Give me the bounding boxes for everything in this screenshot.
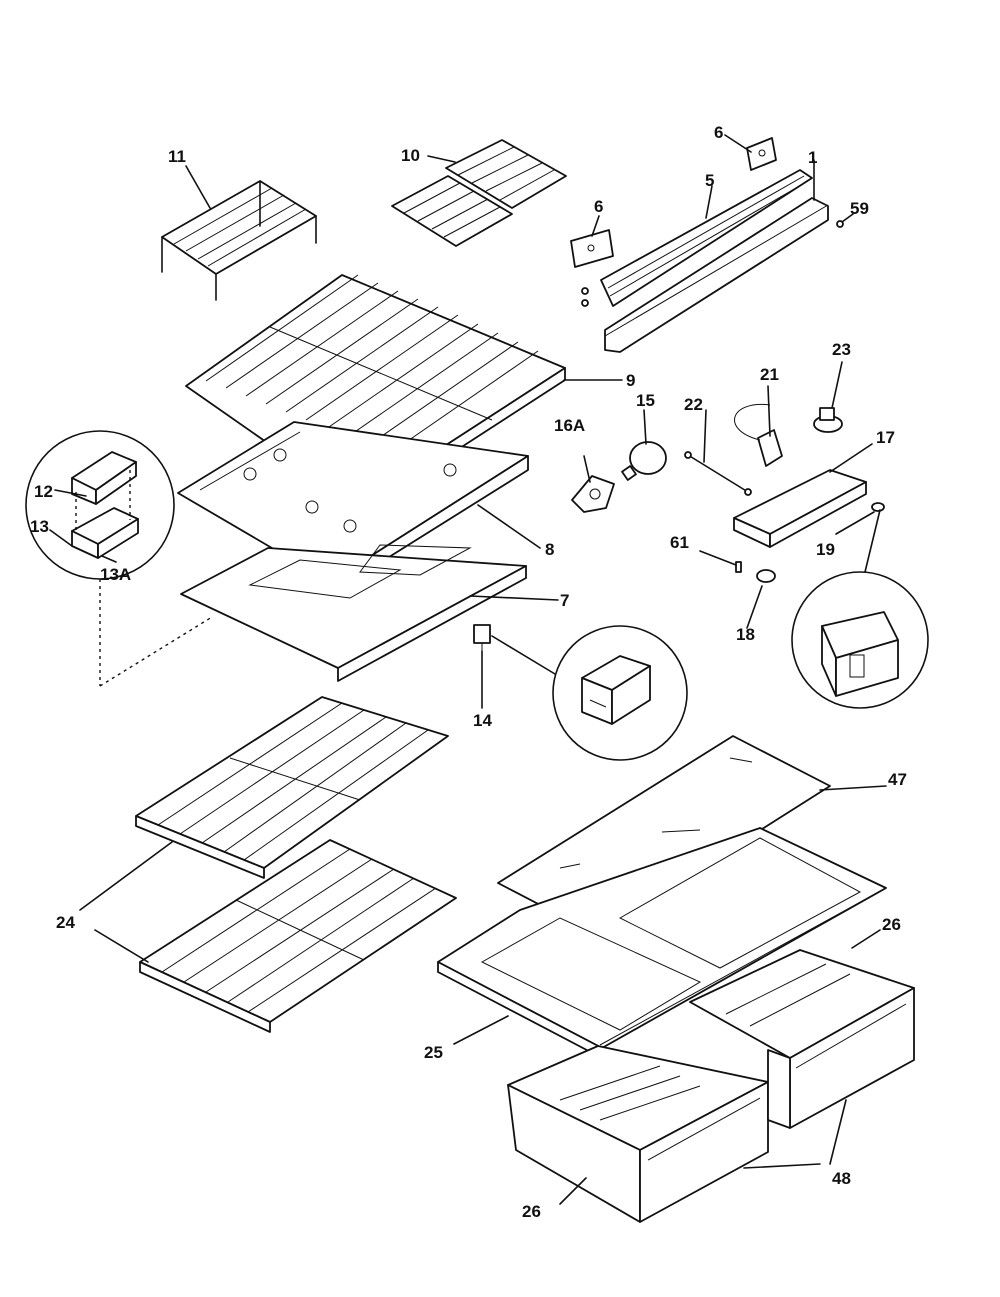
callout-61: 61 [670,533,689,552]
screws-small [581,287,589,307]
callout-10: 10 [401,146,420,165]
ice-trays-10 [391,139,567,247]
trim-bar-1 [604,197,829,353]
knob-18 [756,569,776,583]
light-socket-16a [571,475,615,513]
callout-13: 13 [30,517,49,536]
pan-7 [180,544,527,682]
callout-21: 21 [760,365,779,384]
callout-12: 12 [34,482,53,501]
detail-leader-left-b [99,616,213,687]
wire-rack-11 [161,180,317,301]
switch-leader [864,509,881,573]
callout-15: 15 [636,391,655,410]
callout-19: 19 [816,540,835,559]
shaft-22 [684,451,752,496]
light-bulb-15 [621,441,667,481]
detail-circle-left [25,430,175,580]
callout-9: 9 [626,371,635,390]
callout-24: 24 [56,913,75,932]
thermostat-14 [473,624,491,651]
callout-5: 5 [705,171,714,190]
light-strip-5 [600,169,813,307]
shelf-24-lower [139,839,457,1033]
callout-48: 48 [832,1169,851,1188]
detail-circle-thermostat [552,625,688,761]
callout-16a: 16A [554,416,585,435]
screw-61 [735,561,742,573]
callout-8: 8 [545,540,554,559]
control-housing-17 [733,469,867,548]
clip-19 [871,502,885,512]
bracket-6 [570,229,614,268]
crisper-drawer-26-right [689,949,915,1129]
knob-23 [813,407,843,433]
callout-17: 17 [876,428,895,447]
leader-lines [49,134,887,1205]
callout-11: 11 [168,147,186,166]
callout-18: 18 [736,625,755,644]
callout-6-top: 6 [714,123,723,142]
callout-13a: 13A [100,565,131,584]
callout-26-right: 26 [882,915,901,934]
crisper-frame-25 [437,827,887,1059]
detail-circle-switch [791,571,929,709]
callout-26-left: 26 [522,1202,541,1221]
callout-7: 7 [560,591,569,610]
shelf-24-upper [135,696,449,879]
callout-59: 59 [850,199,869,218]
crisper-drawer-26-left [507,1045,769,1223]
callout-labels: 11 10 6 5 1 59 6 9 23 21 22 15 16A 17 12… [30,123,907,1221]
callout-23: 23 [832,340,851,359]
callout-47: 47 [888,770,907,789]
bracket-6-top [746,137,777,171]
callout-6: 6 [594,197,603,216]
callout-22: 22 [684,395,703,414]
thermostat-leader [491,635,556,675]
callout-14: 14 [473,711,492,730]
callout-25: 25 [424,1043,443,1062]
switch-21 [734,403,783,467]
callout-1: 1 [808,148,817,167]
